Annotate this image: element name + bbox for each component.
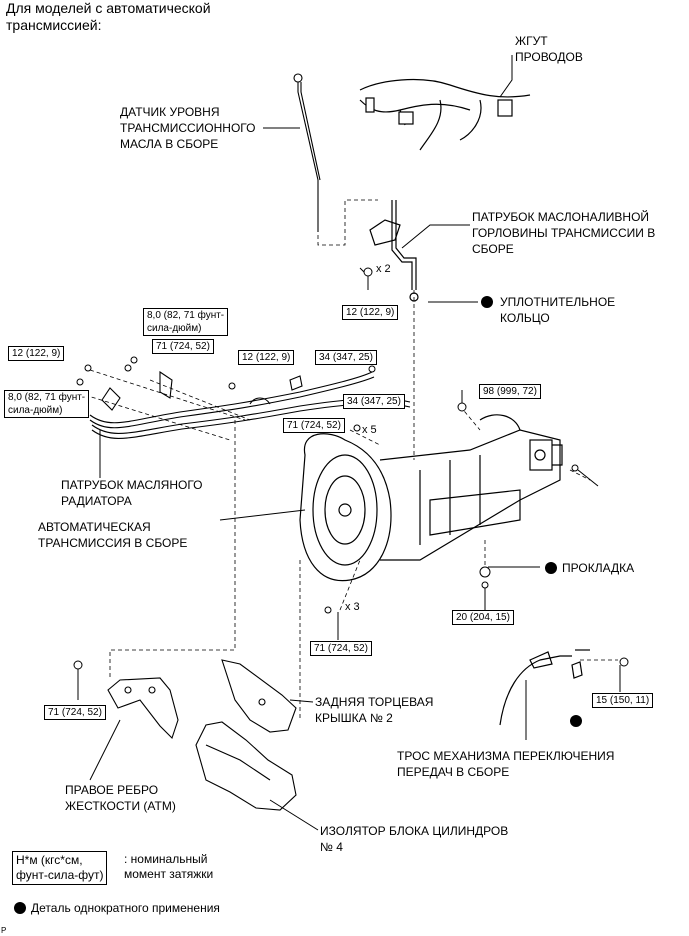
shift-cable-drawing xyxy=(499,649,590,726)
single-use-dot-cable-clip xyxy=(570,715,582,727)
torque-box-34-upper: 34 (347, 25) xyxy=(315,350,377,365)
label-gasket: ПРОКЛАДКА xyxy=(562,561,635,575)
torque-box-71-trans: 71 (724, 52) xyxy=(283,418,345,433)
torque-box-8-left: 8,0 (82, 71 фунт- сила-дюйм) xyxy=(4,390,90,418)
legend-torque-desc: : номинальный момент затяжки xyxy=(124,852,214,881)
torque-box-12-mid: 12 (122, 9) xyxy=(238,350,295,365)
torque-box-8-upper: 8,0 (82, 71 фунт- сила-дюйм) xyxy=(143,308,229,336)
insulator-drawing xyxy=(195,721,297,811)
legend-single-use: Деталь однократного применения xyxy=(31,901,220,915)
torque-box-12-left: 12 (122, 9) xyxy=(8,346,65,361)
page-title: Для моделей с автоматической трансмиссие… xyxy=(6,0,211,33)
end-cover-drawing xyxy=(221,659,297,733)
filler-pipe-drawing xyxy=(369,200,419,302)
torque-box-71-stiffener: 71 (724, 52) xyxy=(44,705,106,720)
leader-stiffener xyxy=(89,719,121,781)
multiplier-x5: x 5 xyxy=(362,424,377,436)
legend-single-use-dot xyxy=(14,902,26,914)
transmission-drawing xyxy=(299,414,563,582)
multiplier-x3: x 3 xyxy=(345,601,360,613)
torque-box-20: 20 (204, 15) xyxy=(452,610,514,625)
torque-box-71-upper: 71 (724, 52) xyxy=(152,339,214,354)
label-transmission: АВТОМАТИЧЕСКАЯ ТРАНСМИССИЯ В СБОРЕ xyxy=(38,520,188,550)
corner-mark: P xyxy=(1,926,7,935)
leader-filler-pipe xyxy=(401,224,470,249)
label-level-gauge: ДАТЧИК УРОВНЯ ТРАНСМИССИОННОГО МАСЛА В С… xyxy=(120,105,256,151)
wire-harness-drawing xyxy=(359,78,531,151)
label-cooler-pipe: ПАТРУБОК МАСЛЯНОГО РАДИАТОРА xyxy=(61,478,203,508)
level-gauge-drawing xyxy=(293,73,321,232)
legend-torque-unit: Н*м (кгс*см, фунт-сила-фут) xyxy=(12,851,108,885)
label-shift-cable: ТРОС МЕХАНИЗМА ПЕРЕКЛЮЧЕНИЯ ПЕРЕДАЧ В СБ… xyxy=(397,749,615,779)
leader-end-cover xyxy=(289,699,314,703)
torque-box-34-lower: 34 (347, 25) xyxy=(343,394,405,409)
label-o-ring: УПЛОТНИТЕЛЬНОЕ КОЛЬЦО xyxy=(500,295,616,325)
stiffener-drawing xyxy=(107,677,179,740)
label-stiffener: ПРАВОЕ РЕБРО ЖЕСТКОСТИ (АТМ) xyxy=(65,783,176,813)
leader-wire-harness xyxy=(499,55,513,98)
torque-box-98: 98 (999, 72) xyxy=(479,384,541,399)
leader-insulator xyxy=(269,799,319,831)
torque-box-12-filler: 12 (122, 9) xyxy=(342,305,399,320)
label-end-cover: ЗАДНЯЯ ТОРЦЕВАЯ КРЫШКА № 2 xyxy=(315,695,434,725)
label-filler-pipe: ПАТРУБОК МАСЛОНАЛИВНОЙ ГОРЛОВИНЫ ТРАНСМИ… xyxy=(472,210,656,256)
single-use-dot-gasket xyxy=(545,562,557,574)
label-wire-harness: ЖГУТ ПРОВОДОВ xyxy=(515,34,583,64)
label-insulator: ИЗОЛЯТОР БЛОКА ЦИЛИНДРОВ № 4 xyxy=(320,824,509,854)
leader-transmission xyxy=(219,509,306,521)
multiplier-x2: x 2 xyxy=(376,263,391,275)
torque-box-15: 15 (150, 11) xyxy=(592,693,654,708)
single-use-dot-o-ring xyxy=(481,296,493,308)
torque-box-71-lower: 71 (724, 52) xyxy=(310,641,372,656)
